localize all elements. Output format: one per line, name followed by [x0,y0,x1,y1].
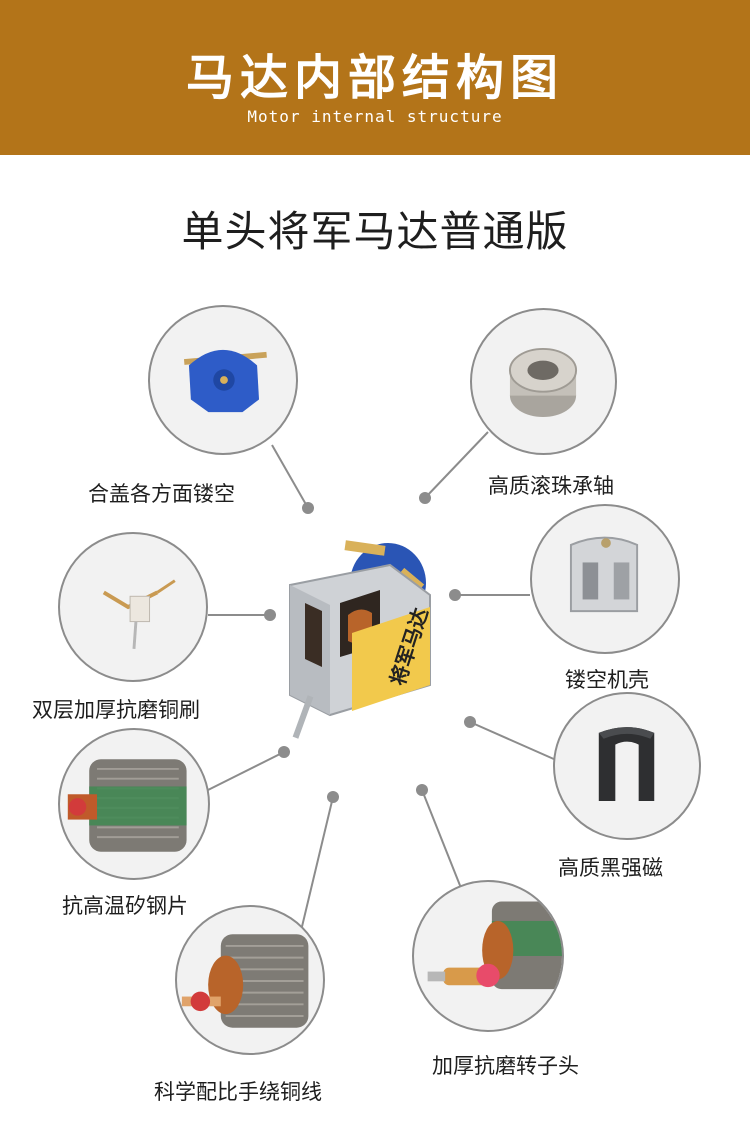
connector-line [207,751,285,791]
rotor-head-icon [427,901,562,990]
connector-dot [278,746,290,758]
banner-title: 马达内部结构图 [185,50,564,106]
banner-subtitle: Motor internal structure [247,107,503,126]
part-label-shell: 镂空机壳 [565,668,649,692]
part-image-end-cap [148,305,298,455]
connector-line [469,721,557,761]
page-title: 单头将军马达普通版 [181,207,569,256]
motor-shell-icon [569,536,639,613]
part-image-magnet [553,692,701,840]
part-image-shell [530,504,680,654]
part-image-brush [58,532,208,682]
connector-line [271,444,309,509]
motor-image: 将军马达 [270,535,450,745]
silicon-steel-sheet-icon [67,759,187,852]
blue-end-cap-icon [183,349,267,413]
part-label-rotor-head: 加厚抗磨转子头 [432,1054,579,1078]
connector-dot [464,716,476,728]
connector-dot [416,784,428,796]
part-label-end-cap: 合盖各方面镂空 [88,482,235,506]
part-label-magnet: 高质黑强磁 [558,856,663,880]
connector-dot [419,492,431,504]
part-label-steel-sheet: 抗高温矽钢片 [62,894,188,918]
connector-dot [264,609,276,621]
part-label-bearing: 高质滚珠承轴 [488,474,614,498]
ball-bearing-icon [508,347,578,418]
connector-line [421,789,464,894]
part-image-winding [175,905,325,1055]
connector-dot [449,589,461,601]
header-banner: 马达内部结构图 Motor internal structure [0,0,750,155]
part-label-winding: 科学配比手绕铜线 [154,1080,322,1104]
part-label-brush: 双层加厚抗磨铜刷 [32,698,200,722]
connector-line [424,431,489,499]
part-image-steel-sheet [58,728,210,880]
copper-winding-icon [181,934,309,1028]
connector-dot [302,502,314,514]
connector-line [299,796,334,936]
part-image-bearing [470,308,617,455]
part-image-rotor-head [412,880,564,1032]
copper-brush-icon [102,579,176,649]
connector-dot [327,791,339,803]
black-magnet-icon [598,727,655,802]
